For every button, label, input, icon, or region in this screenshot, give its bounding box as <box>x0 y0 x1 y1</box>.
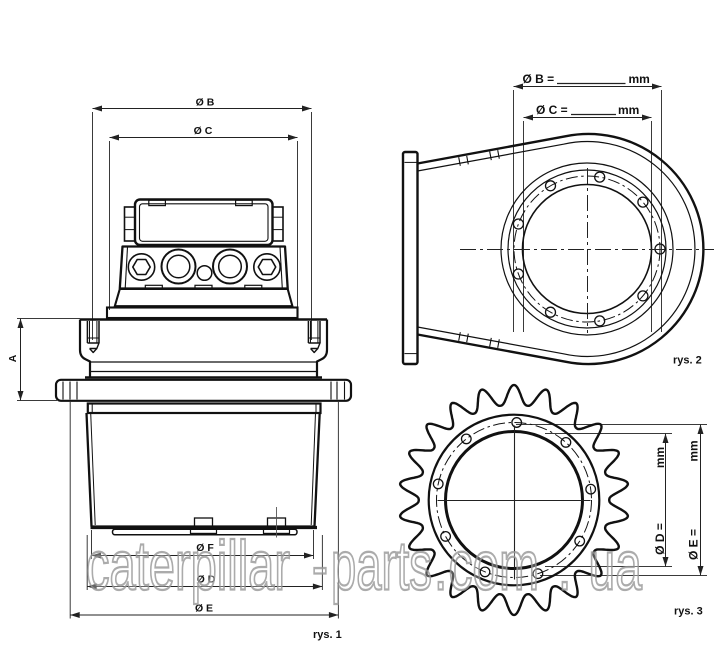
svg-text:mm: mm <box>629 72 650 86</box>
svg-text:.: . <box>434 527 447 605</box>
svg-text:Ø B: Ø B <box>196 97 215 109</box>
svg-text:-: - <box>312 527 328 605</box>
svg-text:Ø E =: Ø E = <box>687 529 701 560</box>
svg-text:Ø C =: Ø C = <box>536 103 568 117</box>
svg-text:Ø D =: Ø D = <box>653 523 667 555</box>
svg-text:rys. 3: rys. 3 <box>674 606 703 618</box>
svg-text:.: . <box>558 527 571 605</box>
svg-text:Ø E: Ø E <box>195 603 213 615</box>
svg-text:parts: parts <box>331 527 432 605</box>
svg-text:rys. 1: rys. 1 <box>313 629 342 641</box>
svg-text:mm: mm <box>653 447 667 468</box>
svg-text:com: com <box>448 527 539 605</box>
svg-text:caterpillar: caterpillar <box>86 527 290 605</box>
svg-text:ua: ua <box>589 527 643 605</box>
svg-text:rys. 2: rys. 2 <box>673 355 702 367</box>
svg-text:Ø D: Ø D <box>197 574 216 586</box>
svg-text:Ø F: Ø F <box>196 542 214 554</box>
svg-text:mm: mm <box>687 440 701 461</box>
svg-text:Ø B =: Ø B = <box>523 72 555 86</box>
svg-text:mm: mm <box>618 103 639 117</box>
svg-text:Ø C: Ø C <box>194 125 213 137</box>
svg-text:A: A <box>7 354 19 362</box>
